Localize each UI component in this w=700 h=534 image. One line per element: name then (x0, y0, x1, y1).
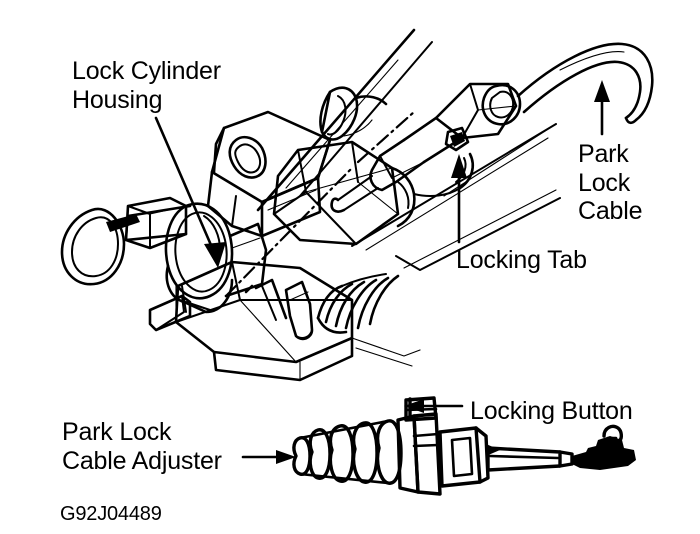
adjuster-body (396, 412, 442, 496)
cable-adjuster-detail-group (292, 396, 636, 496)
lock-cylinder-and-key (60, 196, 268, 314)
center-axis-line-2 (356, 110, 416, 164)
figure-code: G92J04489 (60, 503, 162, 525)
mounting-bracket-plate (148, 260, 354, 382)
label-park-lock-cable-adjuster: Park Lock Cable Adjuster (62, 418, 222, 475)
leader-park-lock-cable (594, 80, 610, 136)
upper-assembly-group (60, 28, 654, 382)
center-axis-line (224, 166, 354, 298)
steering-column-tube (256, 28, 557, 251)
label-locking-tab: Locking Tab (456, 246, 587, 274)
leader-lock-cylinder-housing (154, 116, 226, 268)
leader-locking-tab (451, 154, 467, 244)
adjuster-rod (486, 444, 574, 472)
cable-shaft (330, 116, 464, 213)
leader-locking-button (404, 399, 464, 413)
lock-rod-pin (244, 278, 314, 341)
adjuster-sleeve (438, 426, 490, 488)
callout-leaders (154, 80, 610, 464)
lock-cylinder-housing-body (206, 110, 332, 238)
label-lock-cylinder-housing: Lock Cylinder Housing (72, 57, 221, 114)
shift-rod-bellows (316, 273, 400, 334)
column-collar (319, 86, 388, 141)
leader-locking-tab-pointer (443, 123, 557, 197)
label-park-lock-cable: Park Lock Cable (578, 140, 643, 225)
park-lock-cable-sheath (516, 42, 654, 125)
leader-cable-adjuster (241, 450, 296, 464)
adjuster-terminal-end (572, 424, 636, 470)
ignition-switch-block (272, 140, 416, 246)
park-lock-cable-connector (434, 82, 522, 152)
adjuster-bellows (292, 419, 403, 485)
label-locking-button: Locking Button (470, 397, 633, 425)
